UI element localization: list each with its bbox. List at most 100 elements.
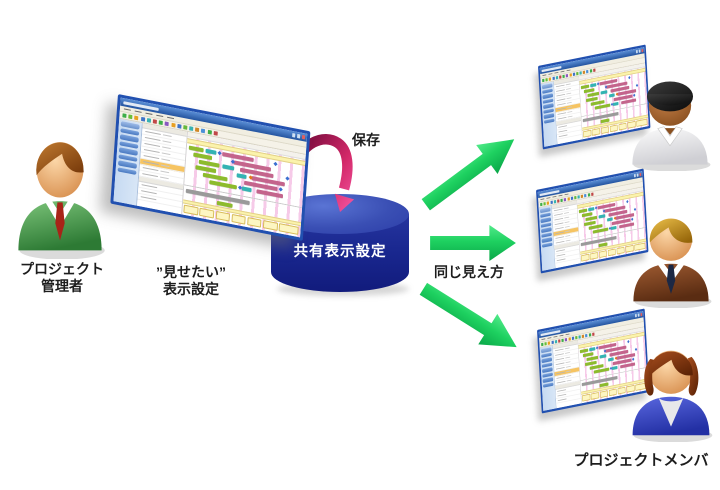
mini-toolbar-icon [544,341,547,346]
mini-toolbar-icon [588,332,592,337]
mini-toolbar-icon [578,335,581,339]
mini-gantt-bar [612,101,619,107]
project-manager-label-line1: プロジェクト [20,261,104,277]
mini-toolbar-icon [207,129,212,135]
mini-toolbar-icon [563,197,567,202]
mini-resource-cell [263,220,278,231]
block-arrow-icon [421,139,515,211]
share-arrow-middle [430,225,516,261]
mini-toolbar-icon [546,201,550,205]
mini-menu-item [134,109,142,113]
mini-gantt-bar [222,164,235,171]
mini-menu-item [540,198,545,200]
mini-toolbar-icon [555,75,559,80]
mini-resource-cell [582,129,592,138]
mini-toolbar-icon [128,114,133,119]
mini-menu-item [565,333,570,336]
person-body [632,128,708,165]
mini-toolbar-icon [572,72,576,76]
save-label: 保存 [352,132,380,148]
mini-resource-cell [199,207,215,219]
mini-toolbar-icon [183,124,188,130]
mini-resource-cell [599,390,609,398]
mini-window-button-icon [636,173,639,177]
mini-toolbar-icon [585,333,588,338]
mini-task-table [139,123,188,186]
mini-window-button-icon [633,173,636,178]
mini-resource-cell [183,204,199,216]
mini-toolbar-icon [140,116,145,122]
mini-toolbar-icon [559,75,562,79]
mini-gantt-bar [256,189,283,199]
project-manager-label: プロジェクト 管理者 [6,261,118,295]
tie [55,202,65,241]
mini-toolbar-icon [589,68,593,73]
mini-toolbar-icon [582,70,586,74]
mini-lower-table [555,380,582,409]
mini-toolbar-icon [584,193,587,198]
mini-menu-item [541,338,546,340]
mini-toolbar-icon [591,192,594,196]
desired-view-settings-label-line2: 表示設定 [163,281,219,297]
desired-view-settings-label-line1: ”見せたい” [156,264,226,280]
share-arrow-top [421,139,515,211]
mini-toolbar-icon [542,78,545,83]
mini-resource-cell [247,217,262,228]
mini-window-button-icon [301,134,306,139]
share-arrow-bottom [419,282,517,348]
hair [36,142,84,176]
neck [664,128,676,135]
mini-window-buttons [634,312,643,318]
mini-window-button-icon [637,313,640,317]
mini-gantt-bar [205,148,217,155]
mini-gantt-bar [588,207,595,212]
mini-window-button-icon [639,172,642,176]
mini-toolbar-icon [152,118,157,124]
mini-gantt-bar [589,347,596,352]
mini-toolbar-icon [134,115,139,121]
hair [649,218,693,243]
mini-toolbar-icon [543,201,546,206]
mini-gantt-bar [610,225,617,231]
mini-toolbar-icon [146,117,151,123]
blouse [658,397,684,427]
mini-menu-item [123,107,131,111]
mini-toolbar-icon [562,74,565,78]
mini-sidebar-item [543,118,555,124]
mini-menu-item [542,74,547,76]
mini-toolbar-icon [579,71,582,75]
mini-toolbar-icon [565,73,569,78]
mini-menu-item [564,193,569,196]
mini-menu-item [547,336,552,339]
mini-toolbar-icon [164,121,170,127]
mini-toolbar-icon [550,200,553,204]
mini-gantt-bar [598,214,606,219]
mini-toolbar-icon [170,122,176,128]
mini-toolbar-icon [571,336,575,340]
mini-milestone-icon [626,200,629,203]
mini-menu-item [566,69,571,72]
mini-menu-item [156,114,164,118]
mini-gantt-bar [590,83,597,88]
mini-toolbar-icon [586,69,589,74]
mini-toolbar-icon [553,199,557,204]
mini-window-buttons [635,48,644,54]
mini-menu-item [560,70,565,73]
mini-toolbar-icon [576,71,579,76]
mini-menu-item [552,195,557,198]
mini-resource-cell [600,126,610,134]
mini-toolbar-icon [122,112,127,118]
hair [649,351,693,377]
mini-task-table [553,76,582,123]
mini-toolbar-icon [540,202,543,207]
mini-gantt-bar [600,90,608,95]
mini-gantt-bar [611,365,618,371]
mini-toolbar-icon [547,341,551,345]
mini-resource-cell [609,124,618,133]
mini-menu-item [145,112,153,115]
mini-sidebar-item [541,242,553,248]
mini-toolbar-icon [213,130,218,136]
mini-resource-cell [591,128,601,136]
mini-toolbar-icon [554,339,558,344]
